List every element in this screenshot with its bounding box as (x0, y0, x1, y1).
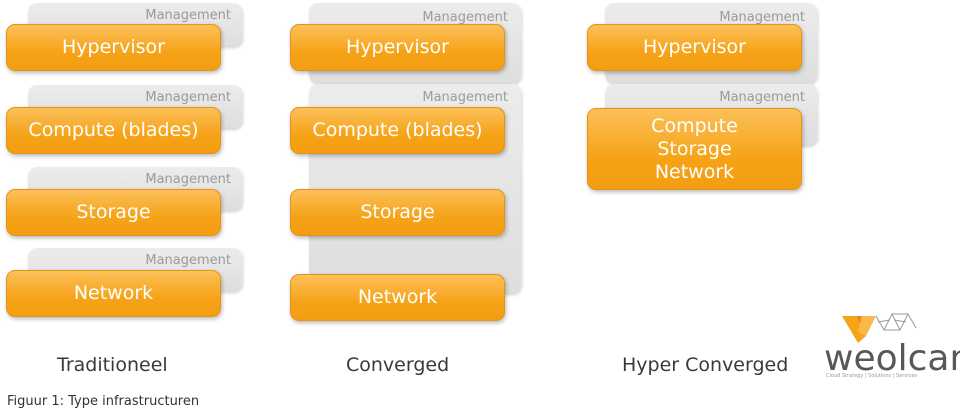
layer-hypervisor: Hypervisor (6, 24, 221, 71)
management-label: Management (422, 10, 508, 25)
management-label: Management (719, 10, 805, 25)
column-title: Traditioneel (57, 354, 168, 376)
layer-line-storage: Storage (657, 137, 732, 160)
management-label: Management (145, 172, 231, 187)
layer-line-network: Network (654, 160, 735, 183)
figure-caption: Figuur 1: Type infrastructuren (7, 394, 200, 409)
layer-compute-storage-network: Compute Storage Network (587, 108, 802, 190)
column-title: Hyper Converged (622, 354, 789, 376)
management-label: Management (145, 8, 231, 23)
management-label: Management (719, 90, 805, 105)
layer-network: Network (290, 274, 505, 321)
logo-tagline: Cloud Strategy | Solutions | Services (826, 373, 918, 379)
management-label: Management (145, 253, 231, 268)
management-label: Management (145, 90, 231, 105)
logo-mark-icon (842, 312, 917, 343)
layer-storage: Storage (6, 189, 221, 236)
layer-compute: Compute (blades) (290, 107, 505, 154)
column-title: Converged (346, 354, 450, 376)
layer-network: Network (6, 270, 221, 317)
layer-line-compute: Compute (651, 114, 738, 137)
layer-storage: Storage (290, 189, 505, 236)
layer-compute: Compute (blades) (6, 107, 221, 154)
layer-hypervisor: Hypervisor (290, 24, 505, 71)
management-label: Management (422, 90, 508, 105)
logo-wordmark: weolcan. (824, 338, 960, 379)
layer-hypervisor: Hypervisor (587, 24, 802, 71)
